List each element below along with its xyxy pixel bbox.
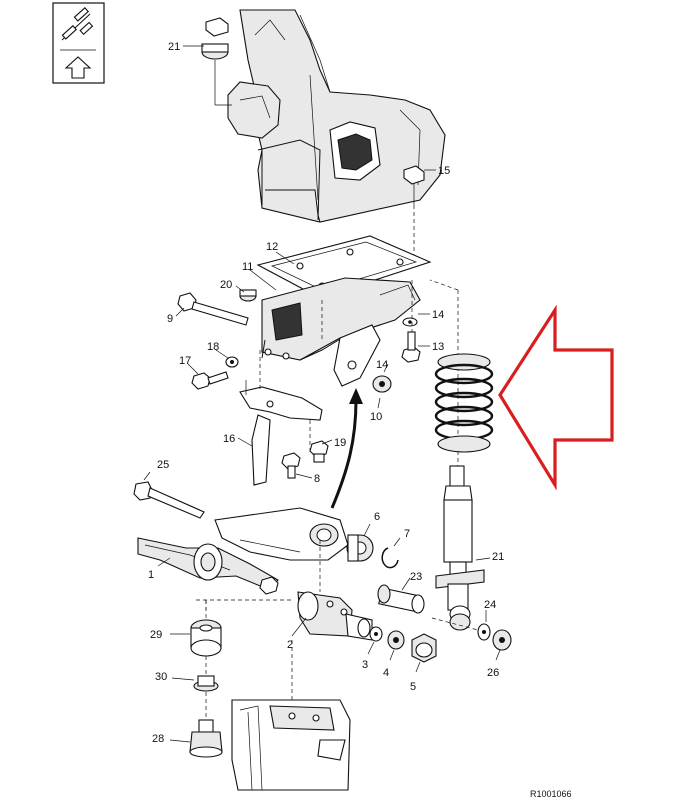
vehicle-body-frame (227, 9, 446, 223)
callout-3: 3 (362, 659, 368, 671)
nut-19 (309, 440, 329, 463)
callout-15: 15 (438, 165, 450, 177)
callout-2: 2 (287, 639, 293, 651)
callout-28: 28 (152, 733, 164, 745)
shock-absorber-21 (435, 290, 485, 631)
washer-18 (225, 356, 239, 368)
bushing-29 (190, 600, 222, 657)
stabilizer-link-16 (239, 380, 323, 486)
bracket-11 (261, 277, 421, 387)
callout-13: 13 (432, 341, 444, 353)
callout-14-right: 14 (432, 309, 444, 321)
navigation-arrow-icon[interactable] (52, 2, 105, 84)
ball-joint-2 (297, 540, 373, 641)
lower-chassis-bracket (231, 640, 351, 791)
guide-lines (196, 279, 459, 610)
coil-spring (434, 353, 494, 453)
callout-17: 17 (179, 355, 191, 367)
bolt-17 (191, 371, 229, 390)
pin-23 (377, 584, 425, 614)
washer-24 (477, 623, 491, 641)
highlight-arrow-icon (498, 304, 614, 491)
nut-21-top (201, 17, 232, 106)
mounting-plate-12 (256, 235, 432, 299)
washer-30 (193, 656, 219, 692)
control-arm-1 (137, 507, 349, 595)
callout-12: 12 (266, 241, 278, 253)
callout-9: 9 (167, 313, 173, 325)
assembly-arrow (330, 388, 363, 509)
callout-30: 30 (155, 671, 167, 683)
callout-21-lower: 21 (492, 551, 504, 563)
callout-21-top: 21 (168, 41, 180, 53)
callout-24: 24 (484, 599, 496, 611)
washer-14 (402, 317, 418, 327)
nut-26 (431, 617, 512, 651)
bolt-25 (133, 481, 205, 519)
callout-1: 1 (148, 569, 154, 581)
bolt-9 (177, 292, 249, 326)
callout-7: 7 (404, 528, 410, 540)
nut-4 (387, 630, 405, 650)
callout-20: 20 (220, 279, 232, 291)
callout-8: 8 (314, 473, 320, 485)
callout-labels: 21 15 12 11 20 9 14 13 18 17 10 16 19 8 … (143, 41, 572, 799)
nut-20 (239, 289, 257, 302)
callout-29: 29 (150, 629, 162, 641)
bolt-8 (281, 452, 301, 479)
washer-3 (369, 626, 383, 642)
clip-7 (381, 547, 399, 569)
callout-14-left: 14 (376, 359, 388, 371)
callout-18: 18 (207, 341, 219, 353)
callout-25: 25 (157, 459, 169, 471)
bushing-6 (346, 534, 374, 562)
callout-4: 4 (383, 667, 389, 679)
cap-5 (411, 633, 437, 663)
callout-11: 11 (242, 261, 253, 273)
callout-16: 16 (223, 433, 235, 445)
bump-stop-28 (189, 692, 223, 758)
callout-19: 19 (334, 437, 346, 449)
diagram-reference-code: R1001066 (530, 789, 572, 799)
callout-23: 23 (410, 571, 422, 583)
callout-26: 26 (487, 667, 499, 679)
callout-10: 10 (370, 411, 382, 423)
bushing-10 (372, 375, 392, 393)
nut-15 (403, 165, 425, 260)
callout-5: 5 (410, 681, 416, 693)
callout-6: 6 (374, 511, 380, 523)
bolt-13 (401, 280, 421, 363)
